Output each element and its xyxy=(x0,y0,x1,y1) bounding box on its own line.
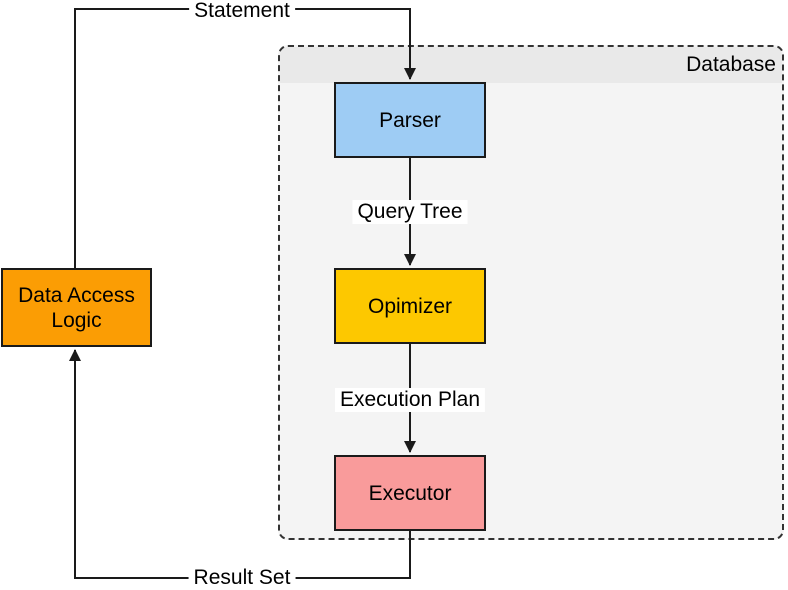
statement-text: Statement xyxy=(194,0,290,22)
data-access-logic-label: Data Access Logic xyxy=(18,283,135,332)
query-tree-text: Query Tree xyxy=(357,200,463,223)
executor-node: Executor xyxy=(334,455,486,531)
data-access-logic-node: Data Access Logic xyxy=(1,268,152,347)
result-set-text: Result Set xyxy=(193,566,291,589)
parser-node: Parser xyxy=(334,82,486,158)
edge-label-execution-plan: Execution Plan xyxy=(334,388,486,412)
edge-label-statement: Statement xyxy=(189,0,295,23)
optimizer-node: Opimizer xyxy=(334,268,486,344)
optimizer-label: Opimizer xyxy=(367,294,452,318)
executor-label: Executor xyxy=(368,481,452,505)
execution-plan-text: Execution Plan xyxy=(339,388,481,411)
database-header: Database xyxy=(280,47,782,83)
edge-label-result-set: Result Set xyxy=(188,566,296,590)
database-title: Database xyxy=(686,53,776,76)
edge-label-query-tree: Query Tree xyxy=(352,200,468,224)
parser-label: Parser xyxy=(379,108,441,132)
